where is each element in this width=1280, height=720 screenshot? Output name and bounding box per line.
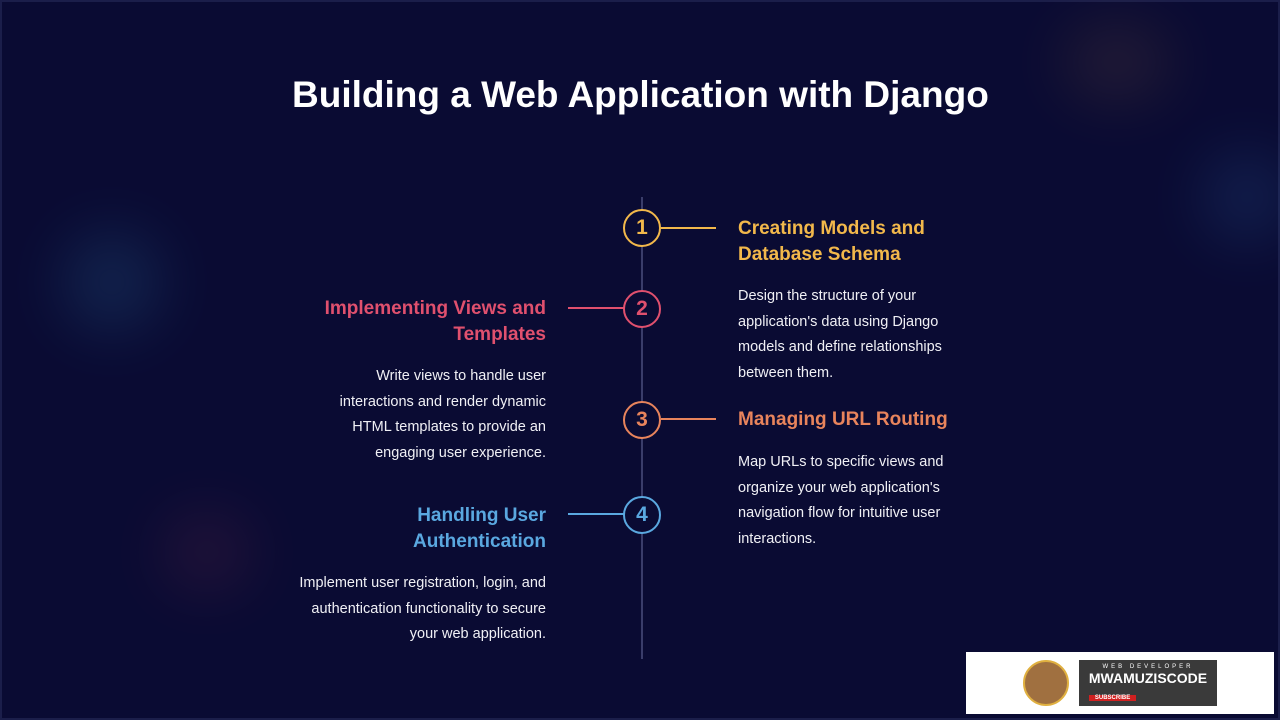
step-4-connector (568, 513, 624, 515)
avatar (1022, 660, 1069, 706)
step-2-description: Write views to handle user interactions … (339, 368, 546, 461)
step-2-title: Implementing Views and Templates (324, 298, 546, 345)
banner-tagline: WEB DEVELOPER (1102, 664, 1194, 670)
subscribe-button[interactable]: SUBSCRIBE (1088, 695, 1137, 701)
step-4-description: Implement user registration, login, and … (299, 575, 546, 642)
step-1-connector (661, 227, 716, 229)
channel-banner[interactable]: WEB DEVELOPER MWAMUZISCODE SUBSCRIBE (966, 652, 1274, 714)
banner-strip: WEB DEVELOPER MWAMUZISCODE SUBSCRIBE (1078, 660, 1218, 706)
step-1-node: 1 (623, 209, 661, 247)
step-2-node: 2 (623, 290, 661, 328)
step-4-title: Handling User Authentication (413, 505, 546, 552)
step-2-connector (568, 307, 624, 309)
step-3-description: Map URLs to specific views and organize … (738, 454, 944, 547)
banner-name: MWAMUZISCODE (1088, 670, 1208, 686)
page-title: Building a Web Application with Django (292, 74, 989, 115)
step-3-title: Managing URL Routing (738, 409, 948, 430)
step-4-node: 4 (623, 496, 661, 534)
step-3-connector (661, 418, 716, 420)
step-3-node: 3 (623, 401, 661, 439)
step-1-title: Creating Models and Database Schema (738, 218, 925, 265)
step-1-description: Design the structure of your application… (738, 288, 942, 381)
